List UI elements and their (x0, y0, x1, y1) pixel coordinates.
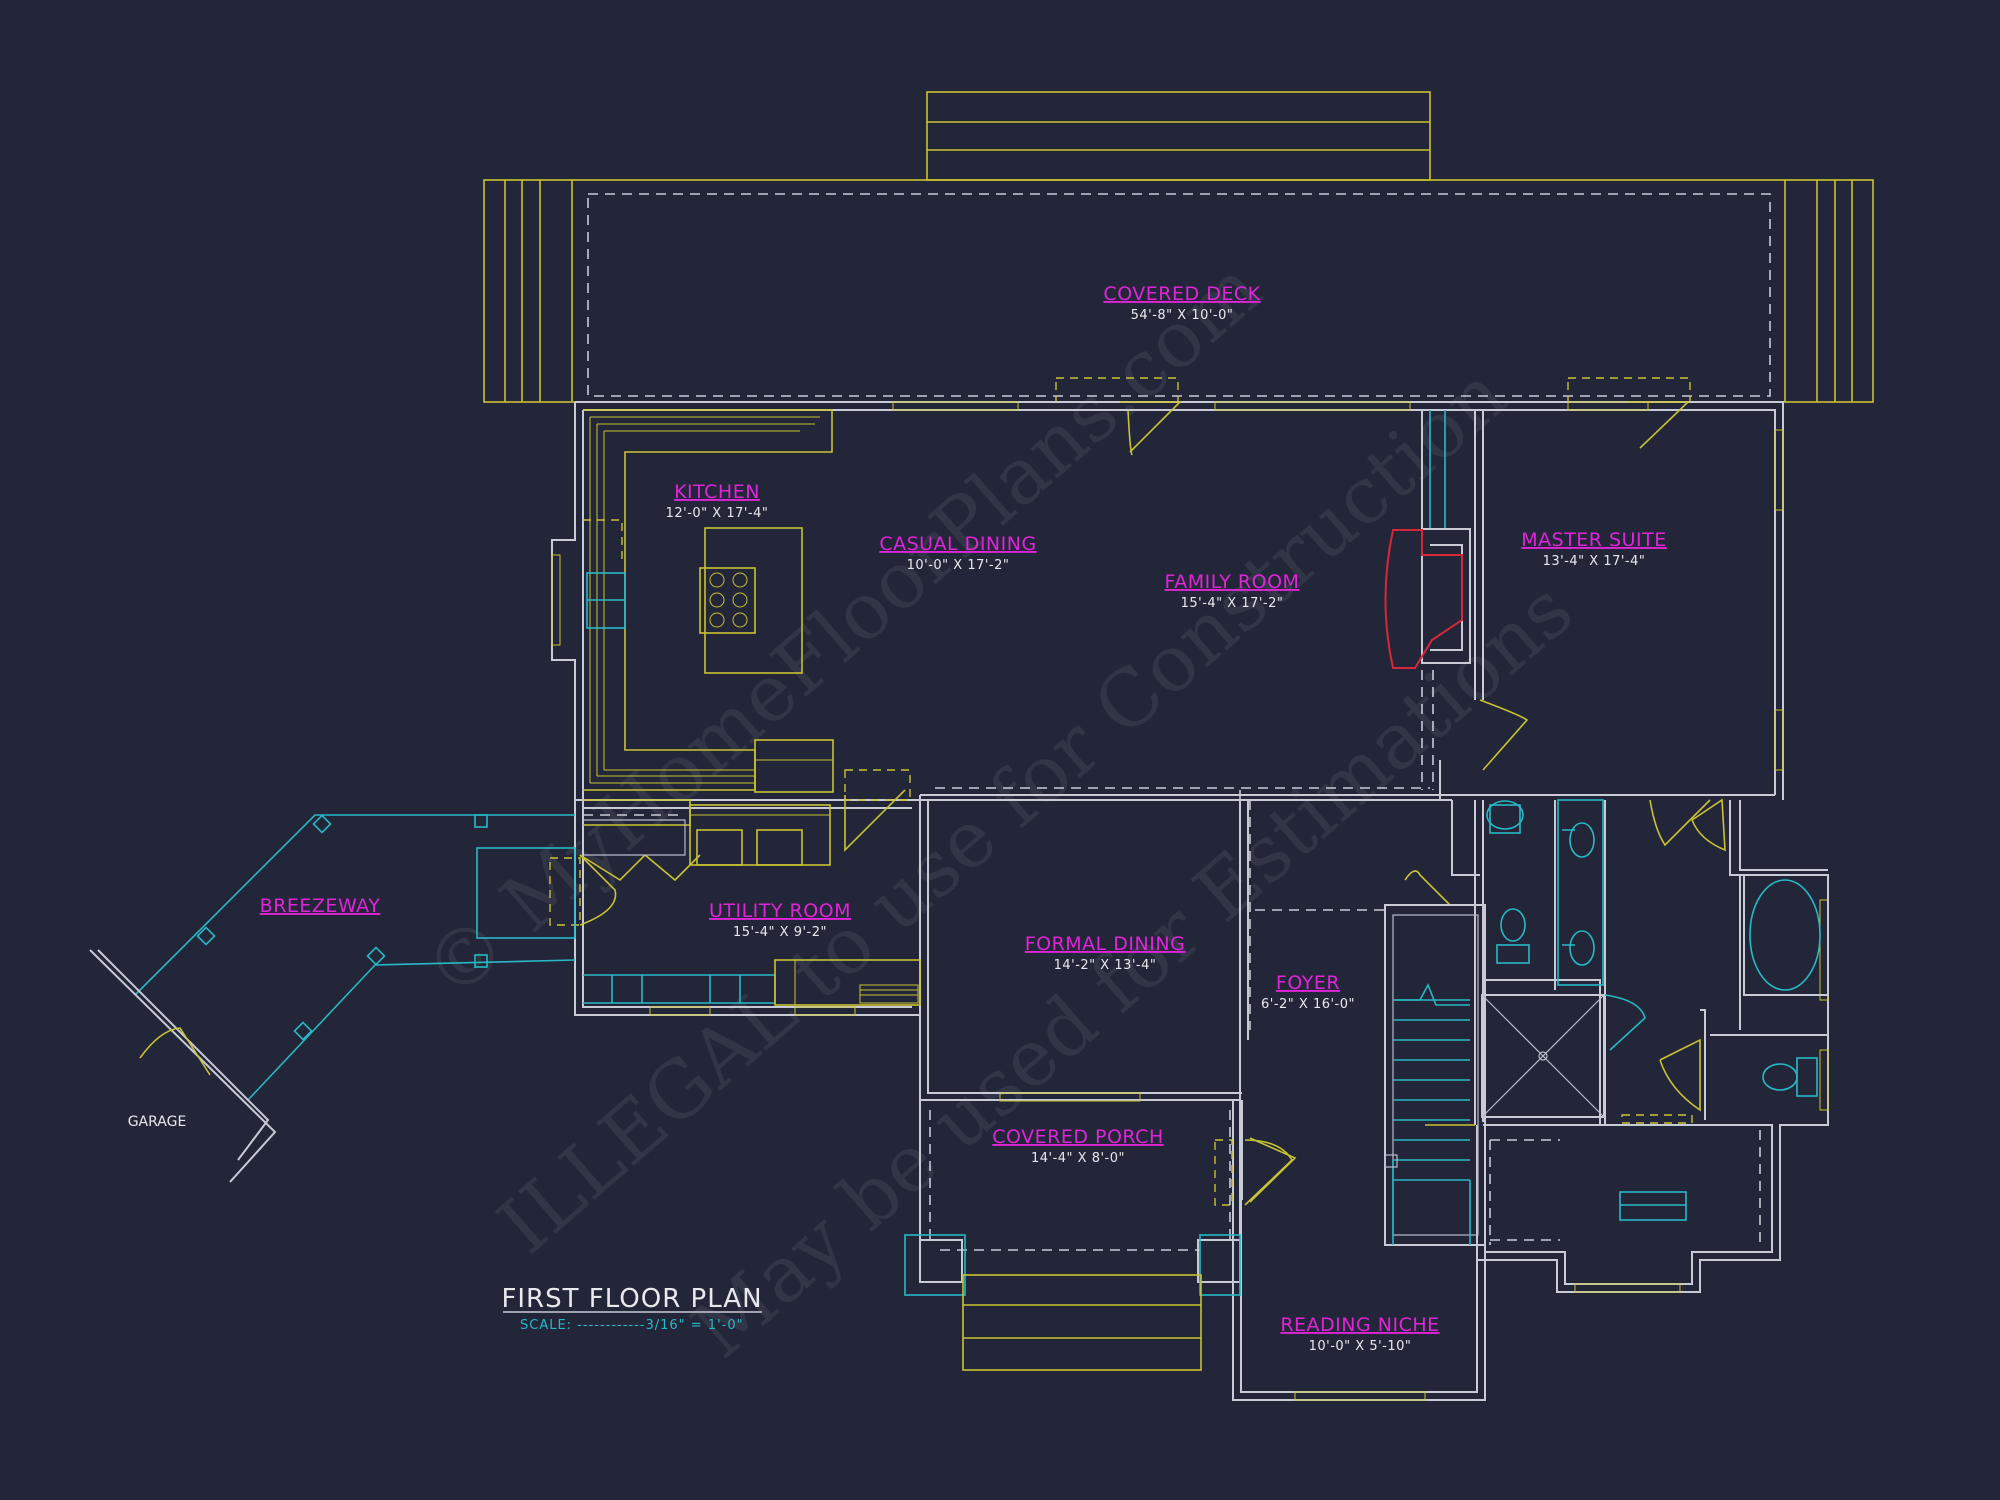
dim-reading-niche: 10'-0" X 5'-10" (1309, 1339, 1412, 1354)
dim-utility-room: 15'-4" X 9'-2" (733, 925, 827, 940)
plan-title-block: FIRST FLOOR PLAN SCALE: ------------3/16… (501, 1284, 762, 1333)
dim-covered-porch: 14'-4" X 8'-0" (1031, 1151, 1125, 1166)
dim-formal-dining: 14'-2" X 13'-4" (1054, 958, 1157, 973)
label-family-room: FAMILY ROOM (1165, 571, 1300, 593)
plan-title: FIRST FLOOR PLAN (501, 1284, 762, 1314)
dim-kitchen: 12'-0" X 17'-4" (666, 506, 769, 521)
scale-text: SCALE: ------------3/16" = 1'-0" (520, 1318, 744, 1333)
breezeway (89, 814, 576, 1183)
label-foyer: FOYER (1276, 972, 1340, 994)
watermark: © MyHomeFloorPlans.com ILLEGAL to use fo… (407, 244, 1589, 1376)
dim-casual-dining: 10'-0" X 17'-2" (907, 558, 1010, 573)
label-utility-room: UTILITY ROOM (709, 900, 851, 922)
doors (549, 401, 1726, 1206)
label-casual-dining: CASUAL DINING (879, 533, 1036, 555)
fireplace (1384, 410, 1463, 669)
label-kitchen: KITCHEN (674, 481, 760, 503)
covered-porch-structure (904, 1100, 1297, 1371)
label-covered-deck: COVERED DECK (1103, 283, 1260, 305)
dim-family-room: 15'-4" X 17'-2" (1181, 596, 1284, 611)
label-formal-dining: FORMAL DINING (1025, 933, 1186, 955)
staircase (1384, 904, 1486, 1246)
master-bath (1481, 799, 1829, 1221)
label-master-suite: MASTER SUITE (1521, 529, 1667, 551)
dim-foyer: 6'-2" X 16'-0" (1261, 997, 1355, 1012)
label-reading-niche: READING NICHE (1280, 1314, 1439, 1336)
room-labels: COVERED DECK 54'-8" X 10'-0" KITCHEN 12'… (128, 283, 1667, 1354)
windows (551, 401, 1829, 1401)
label-covered-porch: COVERED PORCH (992, 1126, 1164, 1148)
label-breezeway: BREEZEWAY (260, 895, 381, 917)
dim-master-suite: 13'-4" X 17'-4" (1543, 554, 1646, 569)
utility-fixtures (583, 769, 921, 1006)
kitchen-cabinets (583, 409, 834, 793)
label-garage: GARAGE (128, 1114, 187, 1130)
room-dividers (583, 670, 1761, 1251)
dim-covered-deck: 54'-8" X 10'-0" (1131, 308, 1234, 323)
